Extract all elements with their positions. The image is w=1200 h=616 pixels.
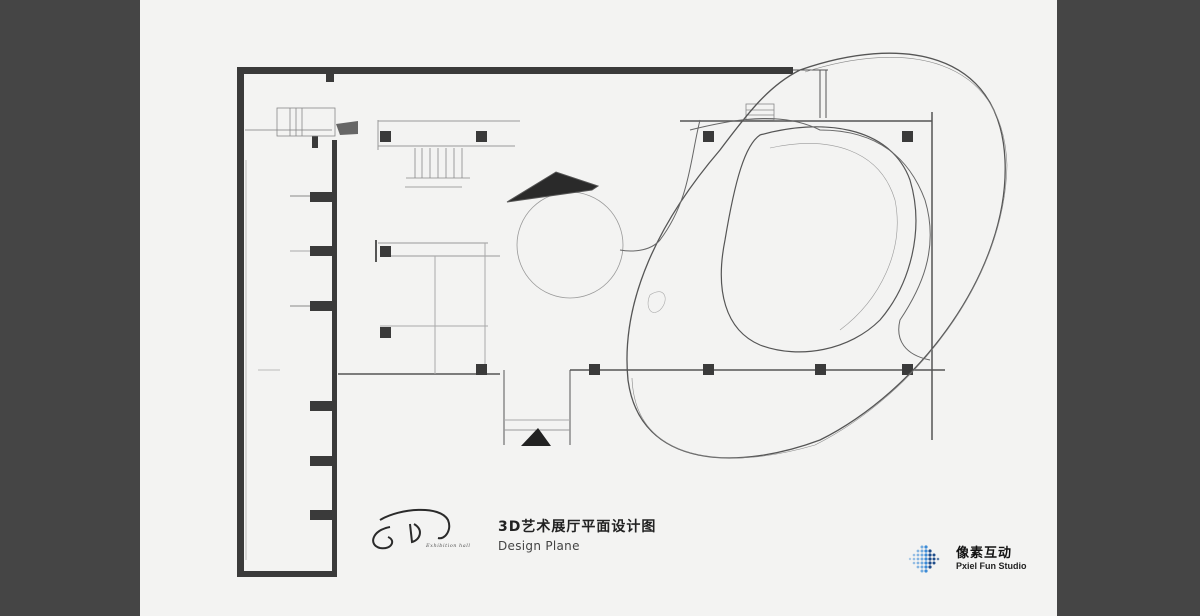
drawing-paper — [140, 0, 1057, 616]
title-chinese: 3D艺术展厅平面设计图 — [498, 519, 657, 535]
title-block: 3D艺术展厅平面设计图 Design Plane — [498, 516, 656, 553]
triangle-sculpture — [506, 171, 600, 203]
pixel-dots-icon — [908, 545, 940, 573]
columns — [380, 131, 913, 375]
logo-subtitle: Exhibition hall — [426, 543, 471, 549]
stairs — [276, 103, 775, 188]
title-english: Design Plane — [498, 539, 580, 553]
oval-sketches — [619, 52, 1008, 459]
small-triangle — [521, 428, 551, 446]
studio-name-chinese: 像素互动 — [956, 545, 1013, 561]
outer-walls — [237, 67, 793, 577]
logo-3d — [372, 508, 451, 550]
hatched-block — [336, 121, 358, 135]
round-platform — [516, 191, 624, 299]
studio-name-english: Pxiel Fun Studio — [956, 560, 1027, 571]
thin-lines — [245, 69, 945, 560]
studio-logo: 像素互动 Pxiel Fun Studio — [904, 540, 1027, 578]
